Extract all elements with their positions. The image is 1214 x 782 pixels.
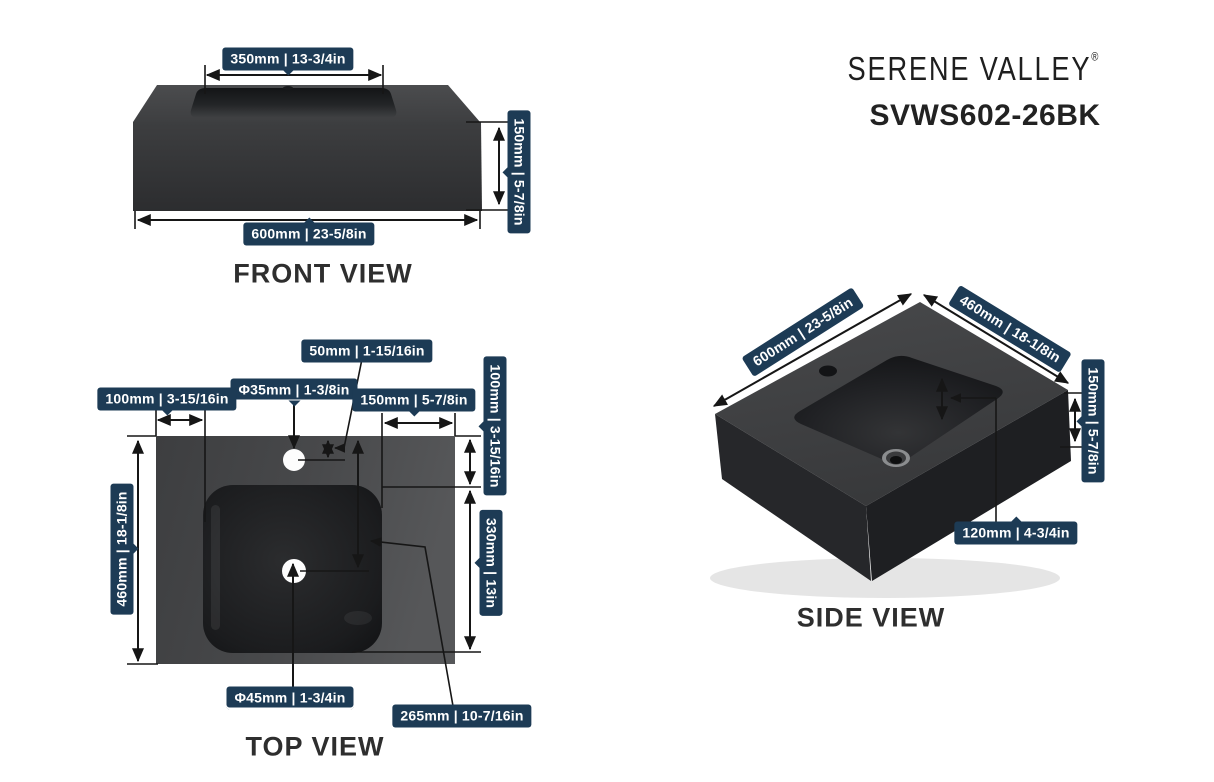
top-view-dimension-lines <box>127 358 481 707</box>
side-view-dimension-lines <box>712 293 1088 523</box>
registered-trademark-symbol: ® <box>1091 50 1099 64</box>
top-drain-hole-diameter-label: Φ45mm | 1-3/4in <box>226 686 354 710</box>
top-drain-setback-label: 265mm | 10-7/16in <box>392 704 532 728</box>
front-faucet-hole <box>283 86 293 90</box>
side-drain <box>882 449 910 467</box>
front-height-label: 150mm | 5-7/8in <box>507 110 531 234</box>
brand-name: SERENE VALLEY <box>847 49 1092 88</box>
side-faucet-hole <box>819 365 837 377</box>
top-left-offset-label: 100mm | 3-15/16in <box>97 387 237 416</box>
top-view-drawing <box>156 436 455 664</box>
top-back-offset-label: 100mm | 3-15/16in <box>483 356 507 496</box>
top-basin-length-label: 330mm | 13in <box>479 509 503 617</box>
top-faucet-setback-label: 50mm | 1-15/16in <box>301 339 433 363</box>
side-height-label: 150mm | 5-7/8in <box>1081 359 1105 483</box>
front-width-label: 600mm | 23-5/8in <box>243 217 375 246</box>
top-view-title: TOP VIEW <box>245 731 385 762</box>
top-faucet-hole <box>283 449 305 471</box>
top-faucet-hole-diameter-label: Φ35mm | 1-3/8in <box>230 378 358 407</box>
side-view-title: SIDE VIEW <box>796 602 946 633</box>
side-basin-depth-label: 120mm | 4-3/4in <box>954 516 1078 545</box>
model-number: SVWS602-26BK <box>869 99 1101 132</box>
brand-logo: SERENE VALLEY® <box>848 50 1099 89</box>
front-view-drawing <box>133 85 482 211</box>
top-right-offset-label: 150mm | 5-7/8in <box>352 388 476 417</box>
front-view-title: FRONT VIEW <box>233 258 413 289</box>
top-overall-depth-label: 460mm | 18-1/8in <box>110 483 134 615</box>
front-basin-width-label: 350mm | 13-3/4in <box>222 47 354 76</box>
